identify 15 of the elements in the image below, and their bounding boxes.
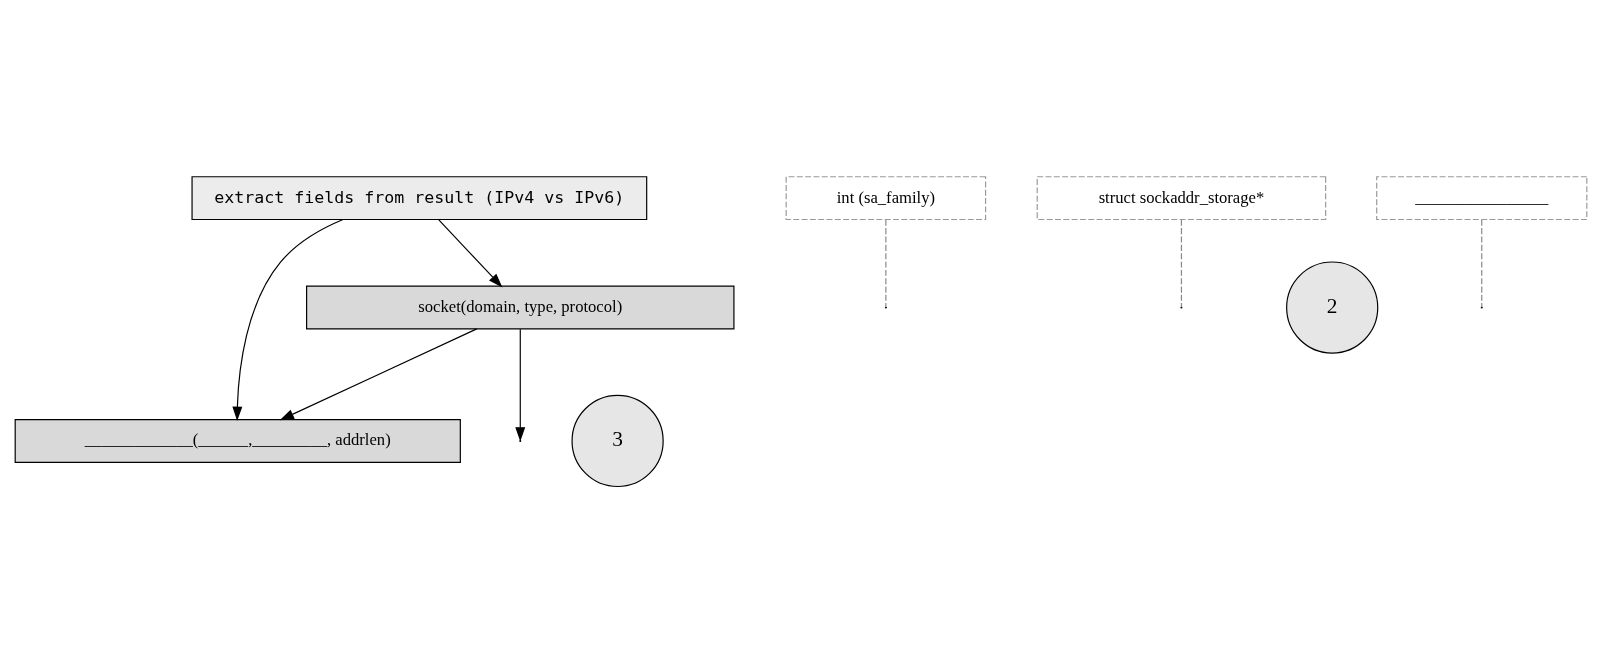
arrow [279,327,478,420]
connector [1481,218,1483,307]
node-circle: 2 [1286,260,1379,354]
connector [885,218,887,307]
node-box: extract fields from result (IPv4 vs IPv6) [191,175,648,220]
node-box: ________________ [1376,175,1588,220]
connector [1180,218,1183,307]
arrow [438,218,503,287]
arrow [515,328,526,441]
node-box: struct sockaddr_storage* [1036,175,1327,220]
node-box: int (sa_family) [785,175,987,220]
node-box: socket(domain, type, protocol) [306,285,735,329]
arrow [232,218,344,421]
node-box: _____________(______,_________, addrlen) [14,418,461,463]
node-circle: 3 [571,394,664,487]
